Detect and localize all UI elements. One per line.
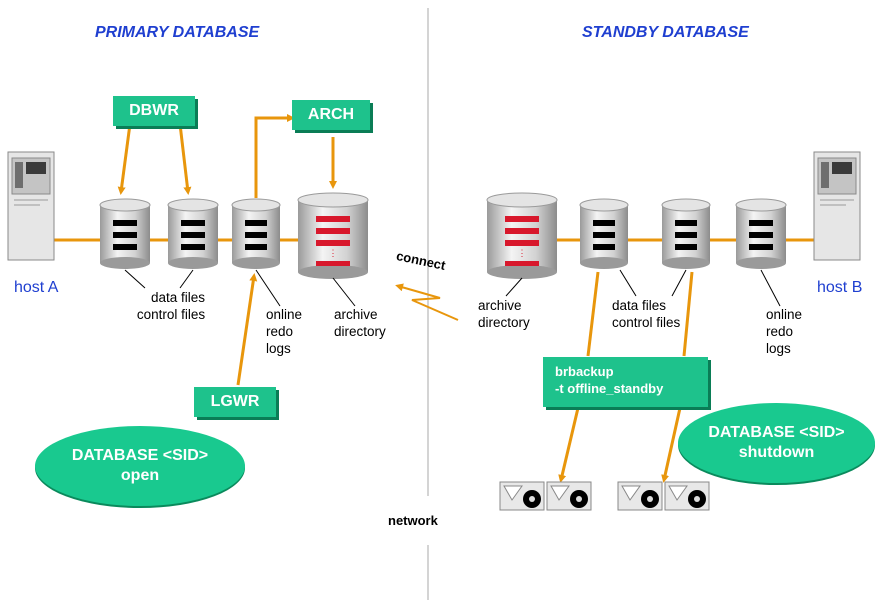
leader-line (124, 269, 146, 289)
lightning-icon (395, 283, 459, 321)
leader-line (255, 269, 281, 307)
leader-line (671, 269, 687, 297)
leader-line (505, 277, 523, 297)
server-icon (7, 151, 55, 261)
disk-icon (231, 198, 281, 269)
leader-line (619, 269, 637, 297)
brbackup-command-box: brbackup -t offline_standby (543, 357, 708, 407)
tape-drive-icon (499, 481, 545, 511)
leader-line (332, 277, 356, 307)
primary-title: PRIMARY DATABASE (95, 24, 260, 41)
arrow (236, 273, 258, 386)
standby-status-ellipse: DATABASE <SID> shutdown (678, 403, 875, 483)
data-files-label: data files control files (136, 290, 206, 322)
disk-icon (661, 198, 711, 269)
arrow (558, 407, 580, 483)
arrow (178, 123, 192, 195)
svg-text:⋮: ⋮ (518, 248, 527, 258)
standby-data-files-label: data files control files (612, 298, 681, 330)
disk-icon (99, 198, 151, 269)
lgwr-process: LGWR (194, 387, 276, 417)
tape-drive-icon (617, 481, 663, 511)
archive-disk-icon: ⋮ (486, 192, 558, 279)
arrow (254, 114, 295, 198)
disk-icon (579, 198, 629, 269)
disk-icon (167, 198, 219, 269)
standby-online-redo-logs-label: online redo logs (766, 307, 803, 356)
tape-drive-icon (664, 481, 710, 511)
archive-disk-icon: ⋮ (297, 192, 369, 279)
disk-icon (735, 198, 787, 269)
network-label: network (388, 513, 438, 528)
arrow (117, 123, 132, 195)
host-a-label: host A (14, 279, 59, 296)
leader-line (760, 269, 781, 307)
primary-status-ellipse: DATABASE <SID> open (35, 426, 245, 506)
archive-directory-label: archive directory (334, 307, 386, 339)
standby-archive-directory-label: archive directory (478, 298, 530, 330)
dbwr-process: DBWR (113, 96, 195, 126)
host-b-label: host B (817, 279, 863, 296)
tape-drive-icon (546, 481, 592, 511)
arrow (661, 407, 682, 483)
leader-line (179, 269, 194, 289)
svg-text:⋮: ⋮ (329, 248, 338, 258)
arrow (682, 271, 694, 357)
online-redo-logs-label: online redo logs (266, 307, 303, 356)
arrow (586, 271, 600, 357)
server-icon (813, 151, 861, 261)
arch-process: ARCH (292, 100, 370, 130)
standby-title: STANDBY DATABASE (582, 24, 749, 41)
